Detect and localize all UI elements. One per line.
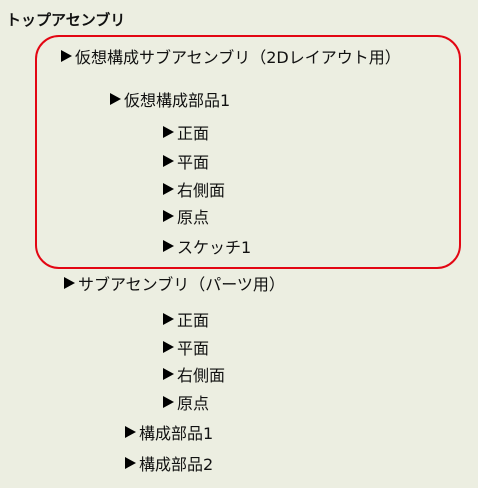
parts-subassembly-label: サブアセンブリ（パーツ用） [78,275,285,294]
virtual-part-origin-node: 原点 [163,208,209,228]
virtual-part-top-plane-node: 平面 [163,153,209,173]
parts-origin-node: 原点 [163,394,209,414]
virtual-part-sketch-label: スケッチ1 [177,238,252,257]
virtual-part-front-node: 正面 [163,124,209,144]
parts-front-plane-label: 正面 [177,311,210,330]
parts-front-plane-node: 正面 [163,311,209,331]
virtual-part-front-label: 正面 [177,124,210,143]
triangle-right-icon [163,341,174,353]
triangle-right-icon [163,126,174,138]
triangle-right-icon [110,93,121,105]
triangle-right-icon [163,313,174,325]
virtual-subassembly-node: 仮想構成サブアセンブリ（2Dレイアウト用） [61,48,401,68]
virtual-assembly-highlight-box [35,35,461,269]
parts-subassembly-node: サブアセンブリ（パーツ用） [64,275,285,295]
top-assembly-node: トップアセンブリ [6,10,125,30]
triangle-right-icon [163,155,174,167]
triangle-right-icon [125,426,136,438]
triangle-right-icon [163,183,174,195]
virtual-part-origin-label: 原点 [177,208,210,227]
parts-top-plane-label: 平面 [177,339,210,358]
triangle-right-icon [163,210,174,222]
virtual-part-node: 仮想構成部品1 [110,91,230,111]
triangle-right-icon [163,368,174,380]
parts-right-plane-label: 右側面 [177,366,226,385]
virtual-part-label: 仮想構成部品1 [124,91,231,110]
virtual-part-right-plane-label: 右側面 [177,181,226,200]
parts-origin-label: 原点 [177,394,210,413]
component-1-label: 構成部品1 [139,424,214,443]
triangle-right-icon [61,50,72,62]
component-2-label: 構成部品2 [139,455,214,474]
component-1-node: 構成部品1 [125,424,213,444]
triangle-right-icon [163,396,174,408]
virtual-part-sketch-node: スケッチ1 [163,238,251,258]
parts-right-plane-node: 右側面 [163,366,225,386]
top-assembly-label: トップアセンブリ [6,11,126,29]
triangle-right-icon [163,240,174,252]
virtual-part-top-plane-label: 平面 [177,153,210,172]
component-2-node: 構成部品2 [125,455,213,475]
virtual-part-right-plane-node: 右側面 [163,181,225,201]
triangle-right-icon [125,457,136,469]
parts-top-plane-node: 平面 [163,339,209,359]
virtual-subassembly-label: 仮想構成サブアセンブリ（2Dレイアウト用） [75,48,401,67]
triangle-right-icon [64,277,75,289]
